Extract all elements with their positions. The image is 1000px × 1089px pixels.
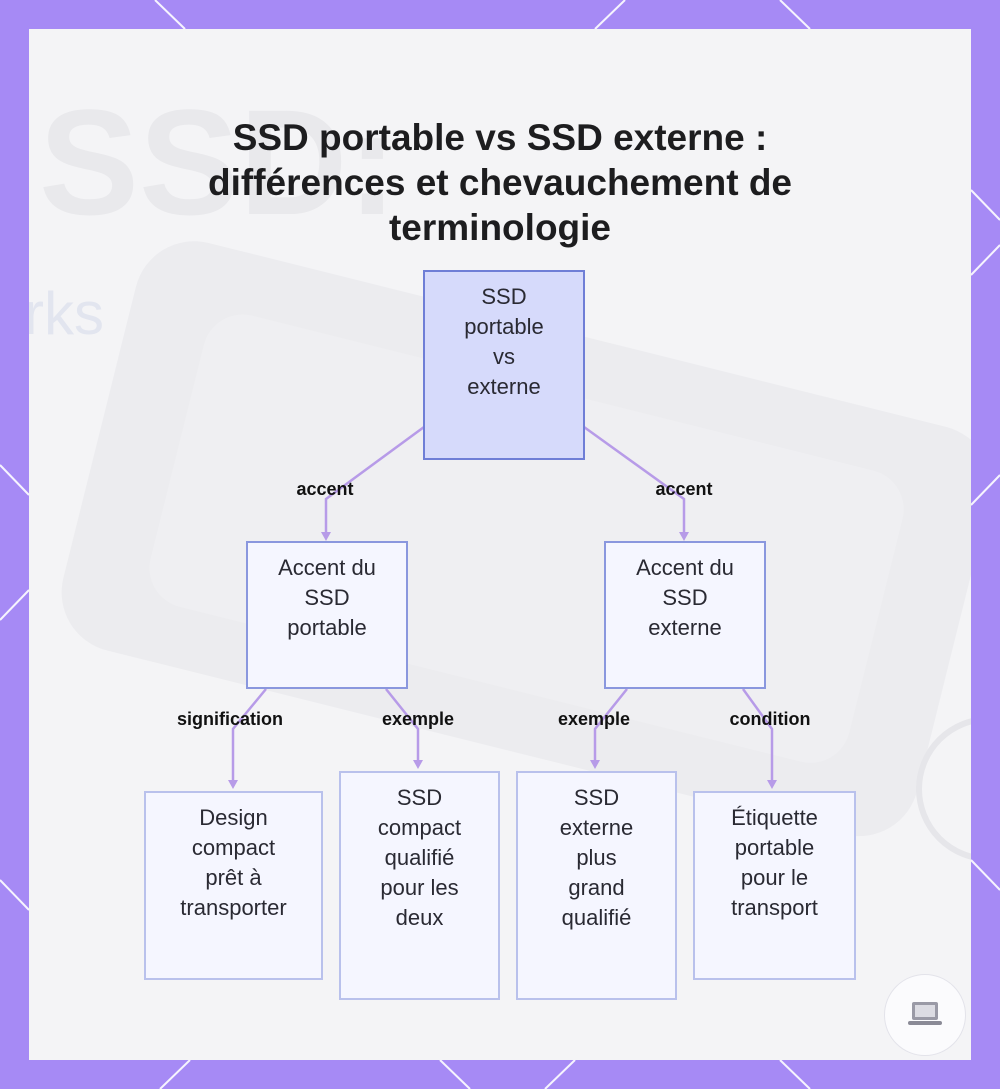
arrowhead-design bbox=[228, 780, 238, 789]
arrowhead-external bbox=[679, 532, 689, 541]
connector-external-label bbox=[741, 688, 774, 782]
arrowhead-compact bbox=[413, 760, 423, 769]
edge-label-external-label: condition bbox=[729, 709, 811, 729]
node-external-accent: Accent du SSD externe bbox=[604, 541, 766, 689]
connector-portable-design bbox=[231, 688, 267, 782]
title-line-2: différences et chevauchement de bbox=[208, 162, 792, 203]
title-line-1: SSD portable vs SSD externe : bbox=[232, 117, 768, 158]
node-root: SSD portable vs externe bbox=[423, 270, 585, 460]
brand-logo bbox=[884, 974, 966, 1056]
node-root-label: SSD portable vs externe bbox=[464, 284, 544, 399]
connector-layer bbox=[228, 425, 777, 789]
diagram-title: SSD portable vs SSD externe : différence… bbox=[29, 115, 971, 250]
node-compact-qualified-label: SSD compact qualifié pour les deux bbox=[377, 785, 462, 930]
node-design-compact: Design compact prêt à transporter bbox=[144, 791, 323, 980]
node-external-larger: SSD externe plus grand qualifié bbox=[516, 771, 677, 1000]
edge-label-external-larger: exemple bbox=[557, 709, 631, 729]
node-design-compact-label: Design compact prêt à transporter bbox=[180, 805, 287, 920]
node-external-larger-label: SSD externe plus grand qualifié bbox=[559, 785, 634, 930]
ghost-text-large: SSD: bbox=[39, 78, 397, 246]
edge-label-portable-compact: exemple bbox=[381, 709, 455, 729]
edge-label-root-external: accent bbox=[655, 479, 713, 499]
ghost-text-small: rks bbox=[29, 280, 104, 347]
node-portable-accent: Accent du SSD portable bbox=[246, 541, 408, 689]
node-portable-label: Étiquette portable pour le transport bbox=[693, 791, 856, 980]
node-external-accent-label: Accent du SSD externe bbox=[636, 555, 734, 640]
node-portable-label-label: Étiquette portable pour le transport bbox=[731, 805, 818, 920]
connector-root-external bbox=[583, 425, 686, 534]
connector-root-portable bbox=[324, 425, 425, 534]
title-line-3: terminologie bbox=[388, 207, 612, 248]
concept-diagram: accent accent signification exemple exem… bbox=[29, 29, 971, 1060]
arrowhead-portable bbox=[321, 532, 331, 541]
edge-label-root-portable: accent bbox=[296, 479, 354, 499]
node-compact-qualified: SSD compact qualifié pour les deux bbox=[339, 771, 500, 1000]
edge-label-portable-design: signification bbox=[176, 709, 284, 729]
content-panel: SSD: rks SSD portable vs SSD externe : d… bbox=[29, 29, 971, 1060]
arrowhead-larger bbox=[590, 760, 600, 769]
laptop-logo-icon bbox=[908, 1002, 942, 1025]
node-portable-accent-label: Accent du SSD portable bbox=[278, 555, 376, 640]
connector-external-larger bbox=[593, 688, 628, 762]
arrowhead-label bbox=[767, 780, 777, 789]
connector-portable-compact bbox=[385, 688, 420, 762]
